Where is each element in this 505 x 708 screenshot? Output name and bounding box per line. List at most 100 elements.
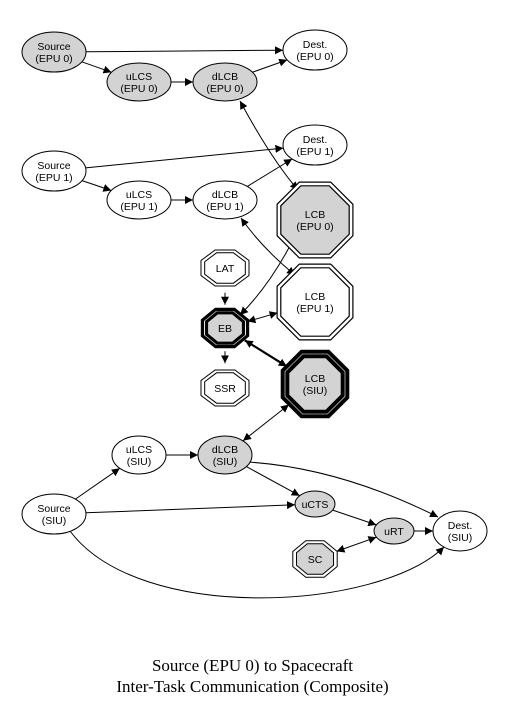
node-label: Source [37,503,70,515]
node-sc: SC [292,540,338,578]
node-dlcb0: dLCB(EPU 0) [192,62,258,102]
node-src0: Source(EPU 0) [21,31,87,73]
edge-eb-to-lcbsiu [244,339,288,368]
edge-dlcb0-to-dst0 [252,58,288,73]
node-dlcb1: dLCB(EPU 1) [192,180,258,220]
node-shape-inner [280,267,350,337]
node-shape-inner [204,311,246,345]
node-label: LCB [305,291,325,303]
node-ulcssiu: uLCS(SIU) [111,435,167,475]
node-label: LCB [305,373,325,385]
edge-src1-to-ulcs1 [81,180,112,192]
node-src1: Source(EPU 1) [21,150,87,192]
node-shape-inner [204,252,246,284]
edge-dlcbsiu-to-lcbsiu [242,404,290,442]
node-label: (EPU 0) [296,221,333,233]
node-label: (EPU 0) [296,51,333,63]
node-label: (SIU) [127,456,152,468]
node-label: LAT [216,263,235,275]
node-shape [192,62,258,102]
node-lcb0: LCB(EPU 0) [276,181,354,259]
node-label: uLCS [126,444,152,456]
node-shape [192,180,258,220]
node-label: (SIU) [213,456,238,468]
node-shape [21,31,87,73]
node-shape [294,490,336,518]
node-label: SSR [214,383,236,395]
node-dstsiu: Dest.(SIU) [432,510,488,552]
node-label: uLCS [126,189,152,201]
node-shape [106,180,172,220]
edge-srcsiu-to-ucts [85,501,296,514]
edge-lcb1-to-eb [247,311,278,324]
node-ulcs0: uLCS(EPU 0) [106,62,172,102]
node-lat: LAT [200,249,250,287]
node-lcb1: LCB(EPU 1) [276,263,354,341]
node-label: dLCB [212,71,238,83]
node-label: Dest. [303,134,328,146]
node-shape-inner [285,354,345,414]
edge-dlcb0-to-lcb0 [239,100,299,191]
node-label: uLCS [126,71,152,83]
node-shape-inner [280,185,350,255]
node-label: (EPU 1) [35,172,72,184]
node-shape-inner [296,543,334,575]
edge-srcsiu-to-ulcssiu [75,467,121,500]
node-srcsiu: Source(SIU) [21,493,87,535]
node-label: (EPU 1) [296,303,333,315]
node-label: LCB [305,209,325,221]
node-label: Dest. [448,520,473,532]
node-label: (EPU 0) [206,83,243,95]
node-shape [197,435,253,475]
node-label: SC [308,554,323,566]
caption-line-1: Source (EPU 0) to Spacecraft [151,656,354,675]
edge-dlcbsiu-to-ucts [246,466,300,497]
edge-lcb0-to-eb [239,239,294,316]
node-shape [432,510,488,552]
node-shape [282,29,348,71]
edge-srcsiu-to-dstsiu [69,530,445,599]
node-shape [111,435,167,475]
node-label: (SIU) [42,515,67,527]
node-label: (SIU) [303,385,328,397]
node-label: (EPU 1) [296,146,333,158]
node-urt: uRT [373,517,415,545]
node-dst1: Dest.(EPU 1) [282,124,348,166]
node-ucts: uCTS [294,490,336,518]
node-label: (EPU 1) [120,201,157,213]
edge-sc-to-urt [336,536,377,553]
node-label: uRT [384,526,404,538]
node-label: uCTS [302,499,329,511]
node-label: dLCB [212,444,238,456]
node-label: dLCB [212,189,238,201]
node-ulcs1: uLCS(EPU 1) [106,180,172,220]
node-label: (EPU 0) [35,53,72,65]
edge-dlcb1-to-dst1 [247,158,293,187]
node-label: (EPU 0) [120,83,157,95]
node-label: Source [37,160,70,172]
node-label: (EPU 1) [206,201,243,213]
node-label: (SIU) [448,532,473,544]
edge-src0-to-dst0 [85,46,284,55]
node-shape [21,150,87,192]
node-shape [21,493,87,535]
communication-graph: Source(EPU 0)Dest.(EPU 0)uLCS(EPU 0)dLCB… [21,29,488,599]
node-label: Source [37,41,70,53]
node-label: EB [218,323,232,335]
node-eb: EB [200,307,250,349]
node-label: Dest. [303,39,328,51]
node-dlcbsiu: dLCB(SIU) [197,435,253,475]
caption-line-2: Inter-Task Communication (Composite) [116,677,389,696]
node-lcbsiu: LCB(SIU) [280,349,350,419]
node-shape [106,62,172,102]
node-shape [373,517,415,545]
edge-src0-to-ulcs0 [81,61,112,74]
node-dst0: Dest.(EPU 0) [282,29,348,71]
edge-src1-to-dst1 [85,144,284,169]
node-shape [282,124,348,166]
node-ssr: SSR [200,369,250,407]
edge-layer [69,46,445,599]
node-shape-inner [204,372,246,404]
edge-ucts-to-urt [332,509,377,527]
node-layer: Source(EPU 0)Dest.(EPU 0)uLCS(EPU 0)dLCB… [21,29,488,578]
